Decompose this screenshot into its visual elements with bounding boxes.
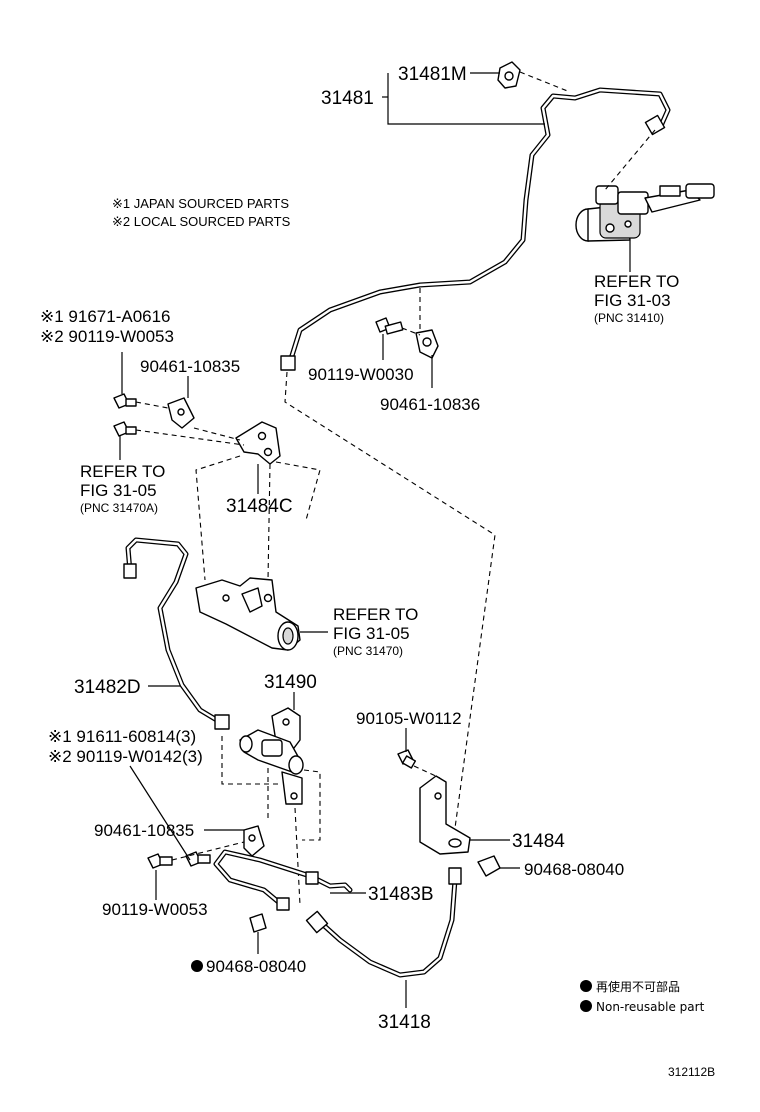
bracket-31484-part[interactable] [419,775,471,855]
label-90461-10835-bottom: 90461-10835 [94,821,194,840]
label-31482d: 31482D [74,677,141,698]
ref3-line2: FIG 31-05 [333,624,410,643]
union-clip-31481m-part[interactable] [497,61,521,89]
label-90468-08040-right: 90468-08040 [524,860,624,879]
bracket-31484c-part[interactable] [235,421,281,465]
label-91611-60814: ※1 91611-60814(3) [48,727,196,746]
bolt-90119-w0053-bottom-part[interactable] [147,853,173,869]
label-90105-w0112: 90105-W0112 [356,709,462,728]
ref3-line3: (PNC 31470) [333,644,403,658]
label-31484c: 31484C [226,496,293,517]
legend-nonreusable-en: Non-reusable part [596,1000,705,1014]
ref2-line2: FIG 31-05 [80,481,157,500]
clamp-90461-10835-bottom-part[interactable] [243,825,265,857]
bolt-90105-w0112-part[interactable] [397,749,417,769]
label-90119-w0142: ※2 90119-W0142(3) [48,747,203,766]
clamp-90461-10836-part[interactable] [415,329,439,359]
label-31418: 31418 [378,1012,431,1033]
label-31481m: 31481M [398,64,467,85]
clip-90468-08040-bottom-part[interactable] [249,913,267,933]
ref1-line3: (PNC 31410) [594,311,664,325]
label-90461-10835-top: 90461-10835 [140,357,240,376]
clutch-line-31481[interactable] [280,87,671,371]
label-91671-a0616: ※1 91671-A0616 [40,307,171,326]
diagram-id: 312112B [668,1065,715,1079]
ref1-line2: FIG 31-03 [594,291,671,310]
clamp-90461-10835-top-part[interactable] [167,397,195,429]
clip-90468-08040-right-part[interactable] [477,855,501,877]
label-31490: 31490 [264,672,317,693]
label-90468-08040-bottom: 90468-08040 [206,957,306,976]
master-cylinder-part[interactable] [575,183,715,242]
ref3-line1: REFER TO [333,605,418,624]
local-sourced-note: ※2 LOCAL SOURCED PARTS [112,214,291,229]
label-31483b: 31483B [368,884,434,905]
ref1-line1: REFER TO [594,272,679,291]
release-cylinder-part[interactable] [195,577,301,651]
label-31481: 31481 [321,88,374,109]
label-90461-10836: 90461-10836 [380,395,480,414]
legend-bullet-icon-2 [580,1000,592,1012]
ref2-line1: REFER TO [80,462,165,481]
label-90119-w0030: 90119-W0030 [308,365,414,384]
label-90119-w0053-top: ※2 90119-W0053 [40,327,174,346]
japan-sourced-note: ※1 JAPAN SOURCED PARTS [112,196,289,211]
clutch-line-31482d[interactable] [123,537,230,730]
flex-hose-31418[interactable] [305,867,462,978]
legend-bullet-icon-1 [580,980,592,992]
bolt-91671-a0616-part[interactable] [113,393,137,409]
bolt-90119-w0030-part[interactable] [375,317,404,335]
nonreusable-bullet-icon [191,960,203,972]
bolt-ref-31470a-part[interactable] [113,421,137,437]
release-cylinder-31490-part[interactable] [239,707,304,805]
legend-nonreusable-jp: 再使用不可部品 [596,979,680,994]
ref2-line3: (PNC 31470A) [80,501,158,515]
label-90119-w0053-bottom: 90119-W0053 [102,900,208,919]
label-31484: 31484 [512,831,565,852]
clutch-line-31483b[interactable] [213,849,353,911]
